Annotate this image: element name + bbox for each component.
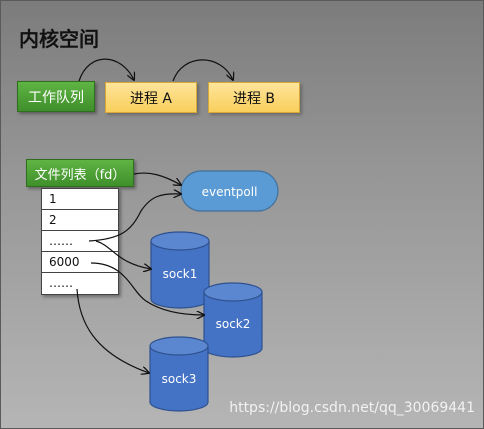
fd-row: ……	[42, 231, 118, 252]
fd-row-to-eventpoll-arrow	[88, 194, 181, 242]
filelist-to-eventpoll-arrow	[133, 172, 181, 185]
eventpoll-node: eventpoll	[180, 170, 279, 212]
fd-row: 1	[42, 189, 118, 210]
kernel-space-title: 内核空间	[19, 27, 99, 51]
queue-to-process-a-arrow	[78, 58, 134, 81]
file-descriptor-table: 1 2 …… 6000 ……	[41, 188, 119, 295]
work-queue-label: 工作队列	[28, 89, 84, 106]
sock2-label: sock2	[216, 317, 251, 331]
fd-row: ……	[49, 276, 73, 290]
process-b-label: 进程 B	[232, 90, 276, 107]
sock3-cylinder: sock3	[149, 336, 209, 412]
fd-row: 6000	[42, 252, 118, 273]
process-b-box: 进程 B	[208, 82, 300, 113]
sock1-cylinder: sock1	[150, 231, 210, 309]
fd-row-to-sock1-arrow	[95, 240, 151, 269]
sock1-label: sock1	[163, 267, 198, 281]
fd-row: 2	[42, 210, 118, 231]
fd-6000-to-sock2-arrow	[90, 262, 204, 315]
eventpoll-label: eventpoll	[202, 185, 258, 199]
file-list-header-label: 文件列表（fd）	[34, 167, 126, 183]
work-queue-box: 工作队列	[17, 81, 95, 112]
process-a-box: 进程 A	[105, 82, 197, 113]
process-a-label: 进程 A	[129, 90, 173, 107]
process-a-to-b-arrow	[172, 59, 233, 81]
watermark: https://blog.csdn.net/qq_30069441	[229, 400, 475, 416]
sock3-label: sock3	[162, 372, 197, 386]
fd-row-to-sock3-arrow	[76, 288, 149, 373]
sock2-cylinder: sock2	[203, 282, 263, 358]
file-list-header: 文件列表（fd）	[26, 159, 134, 187]
